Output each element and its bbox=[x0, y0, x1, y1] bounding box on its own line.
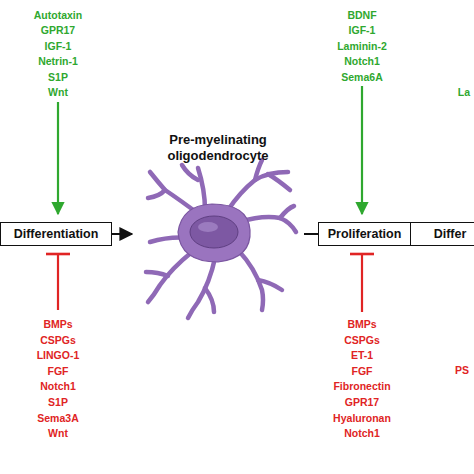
promoting-factor: BDNF bbox=[347, 9, 376, 21]
process-label: Differentiation bbox=[14, 227, 99, 241]
cell-process bbox=[258, 280, 282, 290]
cell-process bbox=[205, 288, 214, 312]
promoting-factor: La bbox=[458, 86, 470, 98]
inhibiting-factor: Fibronectin bbox=[333, 380, 390, 392]
cell-process bbox=[198, 168, 205, 210]
promoting-factor: S1P bbox=[48, 71, 68, 83]
promoting-factor: Netrin-1 bbox=[38, 55, 78, 67]
process-label: Differ bbox=[434, 227, 467, 241]
cell-nucleus bbox=[190, 216, 238, 248]
flow-connector bbox=[112, 233, 132, 235]
inhibition-bar bbox=[46, 253, 70, 256]
cell-body bbox=[178, 204, 250, 262]
inhibiting-factor: ET-1 bbox=[351, 349, 373, 361]
inhibiting-factor: GPR17 bbox=[345, 396, 379, 408]
inhibiting-factor: BMPs bbox=[43, 318, 72, 330]
process-box: Differ bbox=[410, 222, 474, 246]
nucleus-highlight bbox=[198, 222, 218, 232]
process-label: Proliferation bbox=[328, 227, 402, 241]
cell-process bbox=[228, 172, 288, 210]
inhibiting-factor: BMPs bbox=[347, 318, 376, 330]
promoting-factor: Sema6A bbox=[341, 71, 382, 83]
cell-process bbox=[146, 272, 168, 276]
inhibiting-factor: CSPGs bbox=[344, 334, 380, 346]
stimulus-arrow bbox=[57, 102, 59, 214]
inhibiting-factor: Sema3A bbox=[37, 412, 78, 424]
inhibiting-factor: Wnt bbox=[48, 427, 68, 439]
inhibiting-factor: FGF bbox=[48, 365, 69, 377]
promoting-factor: Laminin-2 bbox=[337, 40, 387, 52]
stimulus-arrow bbox=[361, 86, 363, 214]
promoting-factor: IGF-1 bbox=[45, 40, 72, 52]
inhibition-line bbox=[57, 254, 59, 310]
cell-illustration: Pre-myelinating oligodendrocyte bbox=[132, 132, 304, 324]
cell-process bbox=[268, 174, 290, 190]
process-box: Proliferation bbox=[318, 222, 411, 246]
inhibiting-factor: S1P bbox=[48, 396, 68, 408]
inhibiting-factor: FGF bbox=[352, 365, 373, 377]
inhibiting-factor: LINGO-1 bbox=[37, 349, 80, 361]
flow-connector bbox=[304, 233, 318, 235]
inhibition-bar bbox=[350, 253, 374, 256]
cell-process bbox=[182, 165, 198, 180]
process-box: Differentiation bbox=[0, 222, 112, 246]
cell-process bbox=[188, 258, 215, 318]
cell-title: Pre-myelinating oligodendrocyte bbox=[132, 132, 304, 164]
promoting-factor: Wnt bbox=[48, 86, 68, 98]
inhibiting-factor: CSPGs bbox=[40, 334, 76, 346]
inhibiting-factor: PS bbox=[455, 364, 469, 376]
promoting-factor: GPR17 bbox=[41, 24, 75, 36]
inhibiting-factor: Notch1 bbox=[40, 380, 76, 392]
promoting-factor: Autotaxin bbox=[34, 9, 82, 21]
inhibition-line bbox=[361, 254, 363, 312]
promoting-factor: IGF-1 bbox=[349, 24, 376, 36]
cell-process bbox=[148, 190, 165, 198]
inhibiting-factor: Hyaluronan bbox=[333, 412, 391, 424]
inhibiting-factor: Notch1 bbox=[344, 427, 380, 439]
cell-process bbox=[280, 206, 294, 218]
promoting-factor: Notch1 bbox=[344, 55, 380, 67]
